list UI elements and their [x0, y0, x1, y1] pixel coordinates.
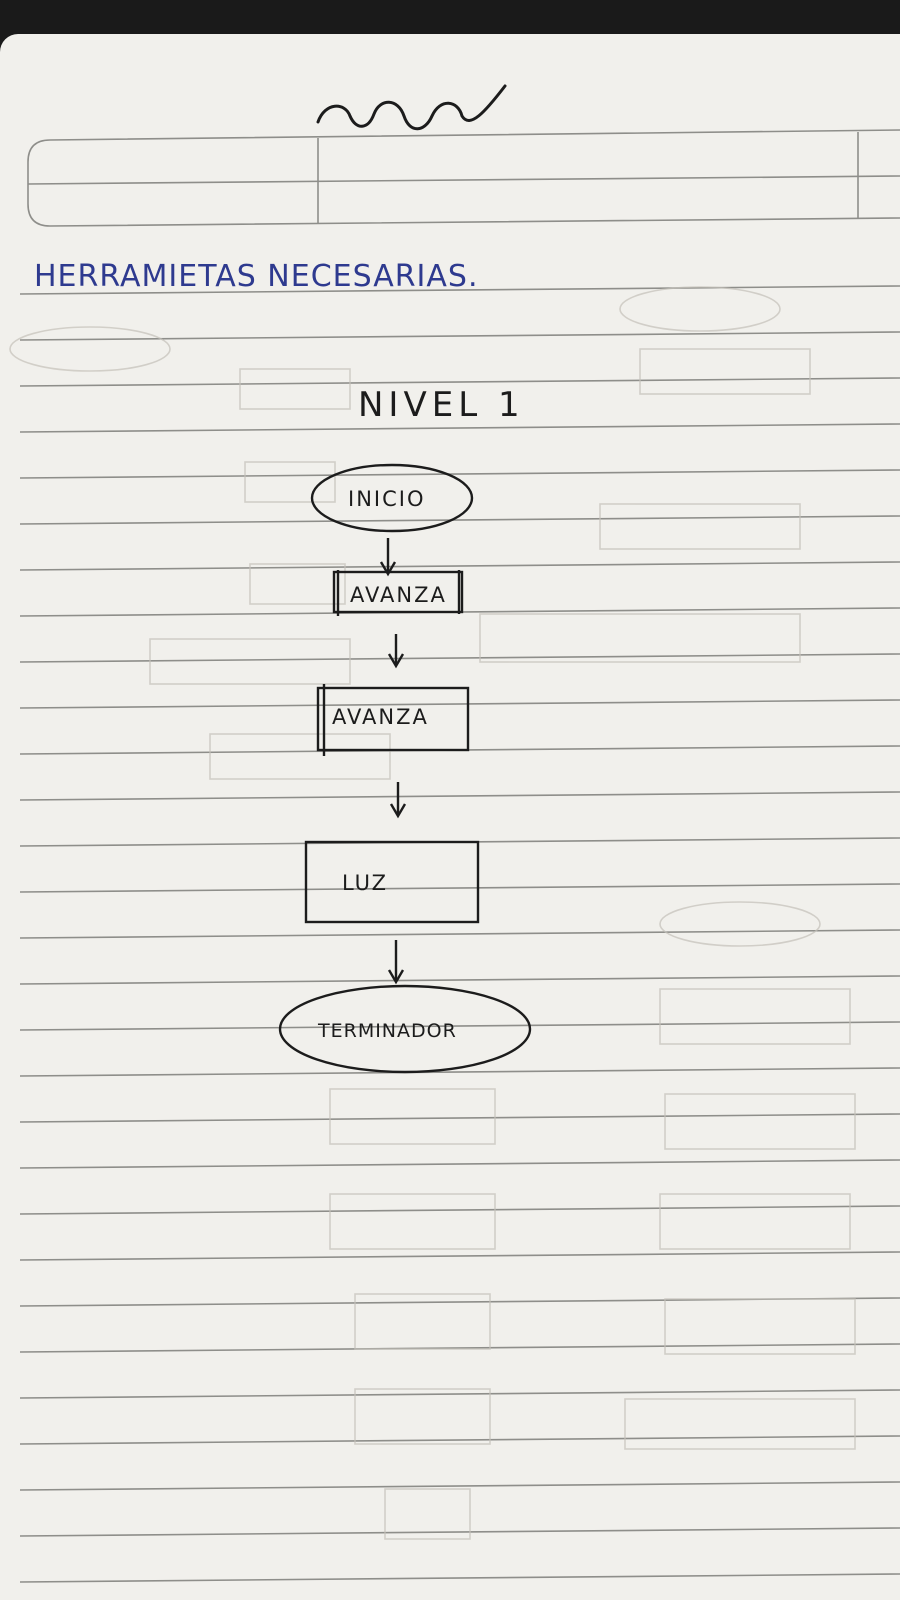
node-luz-label: LUZ [342, 871, 388, 895]
process-shape [316, 686, 470, 752]
process-shape [332, 570, 464, 614]
node-avanza-2-label: AVANZA [332, 705, 429, 729]
terminal-shape [310, 463, 474, 533]
node-inicio-label: INICIO [348, 487, 425, 511]
squiggle-doodle [316, 84, 507, 131]
node-terminador-label: TERMINADOR [317, 1020, 457, 1042]
terminal-shape [278, 984, 532, 1074]
arrow-inicio-to-avanza [379, 538, 397, 577]
node-avanza-1: AVANZA [332, 570, 464, 616]
node-avanza-1-label: AVANZA [350, 583, 447, 607]
level-title: NIVEL 1 [358, 385, 525, 425]
heading-herramientas: HERRAMIETAS NECESARIAS. [34, 259, 479, 294]
header-box [27, 129, 900, 227]
node-terminador: TERMINADOR [278, 984, 532, 1074]
arrow-luz-to-terminador [387, 940, 405, 985]
flowchart: INICIO AVANZA [278, 463, 532, 1074]
notebook-page: HERRAMIETAS NECESARIAS. NIVEL 1 INICIO [0, 34, 900, 1600]
arrow-avanza-to-avanza [387, 634, 405, 669]
node-inicio: INICIO [310, 463, 474, 533]
node-luz: LUZ [304, 840, 480, 924]
node-avanza-2: AVANZA [316, 684, 470, 756]
process-shape [304, 840, 480, 924]
page-drawing: HERRAMIETAS NECESARIAS. NIVEL 1 INICIO [9, 84, 900, 1583]
bleed-through-marks [9, 286, 856, 1540]
arrow-avanza-to-luz [389, 782, 407, 819]
